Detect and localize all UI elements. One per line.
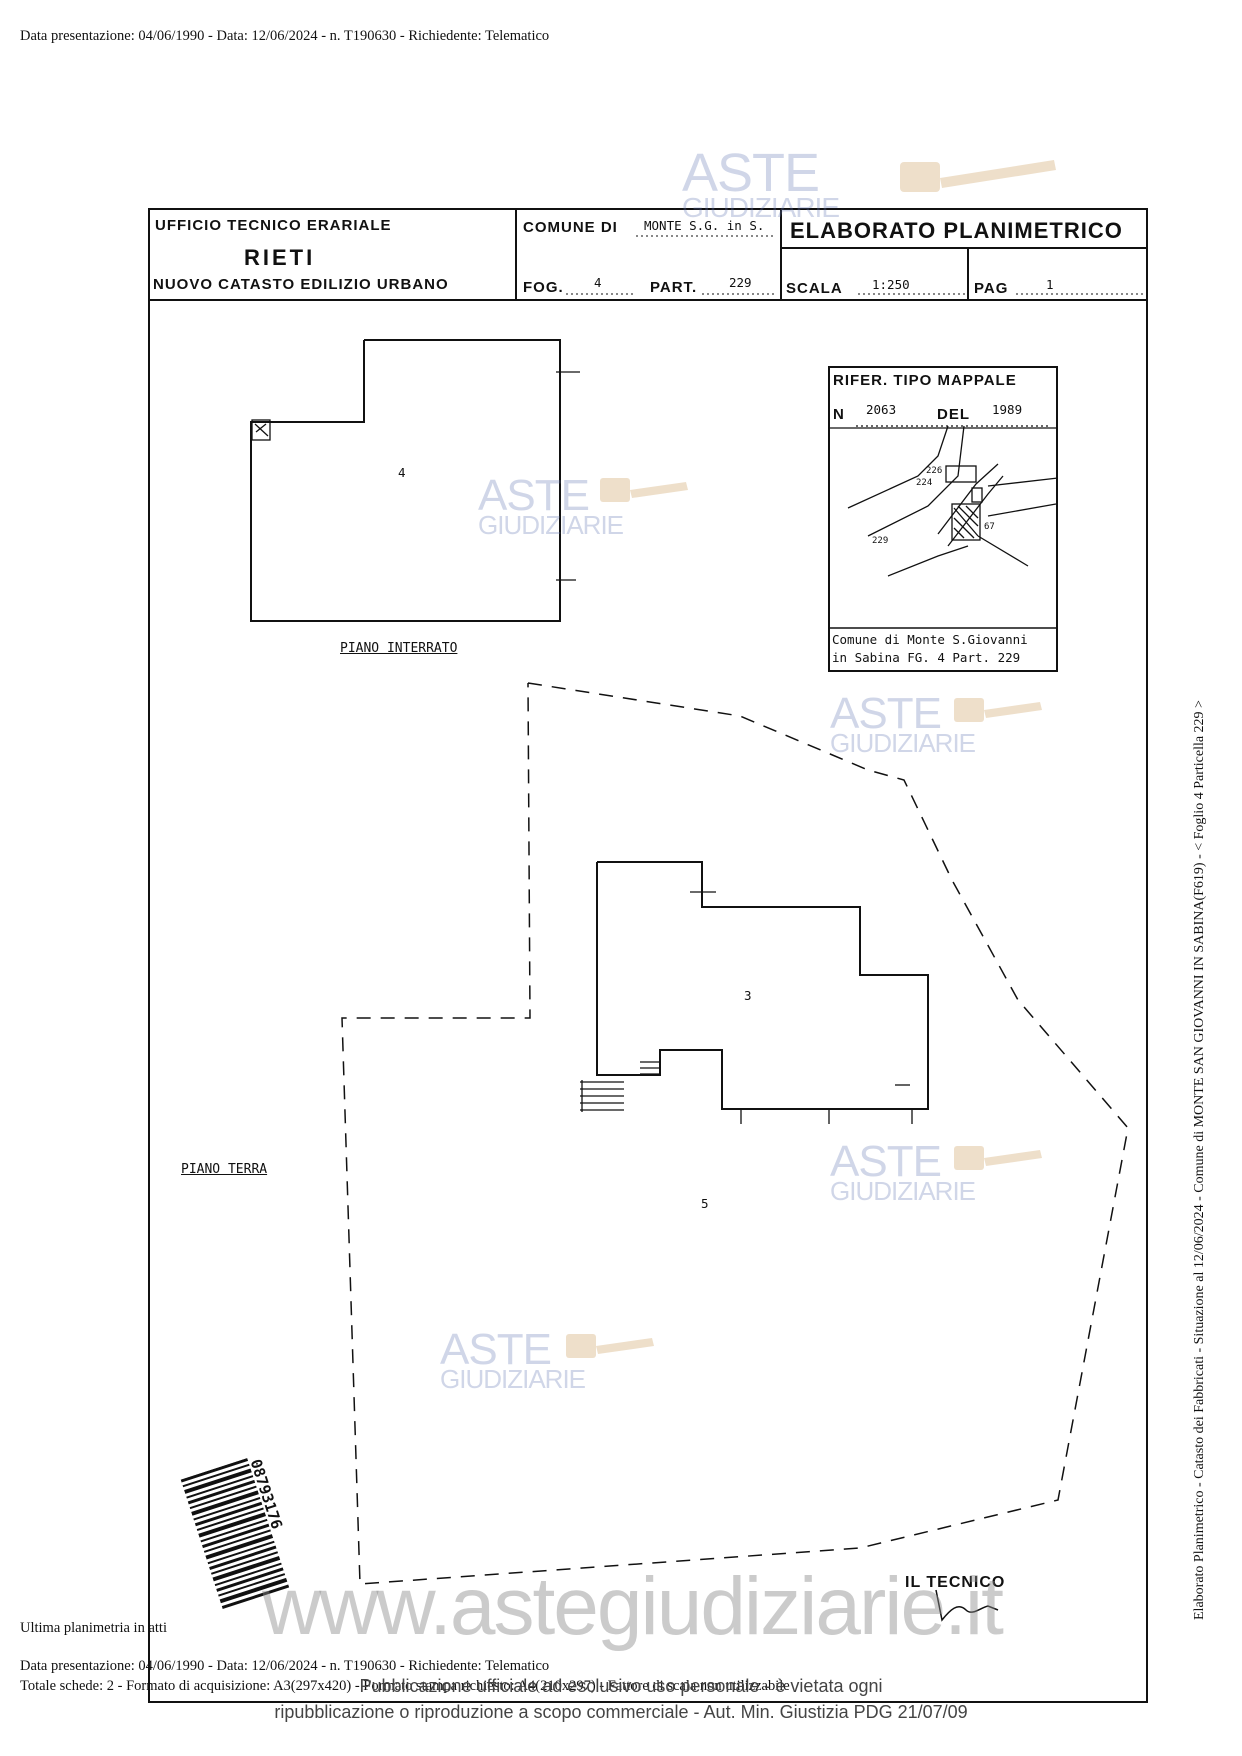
- part-label: PART.: [650, 279, 698, 296]
- header-line: Data presentazione: 04/06/1990 - Data: 1…: [20, 28, 550, 44]
- watermark-aste-1: ASTE GIUDIZIARIE: [478, 471, 624, 540]
- stairs-symbol: [580, 1061, 660, 1112]
- watermark-aste-3: ASTE GIUDIZIARIE: [830, 1137, 976, 1206]
- rifer-n-value: 2063: [866, 402, 897, 417]
- rifer-del-label: DEL: [937, 406, 970, 423]
- office-line3: NUOVO CATASTO EDILIZIO URBANO: [153, 276, 449, 293]
- watermark-aste-top: ASTE GIUDIZIARIE: [682, 143, 840, 223]
- office-line1: UFFICIO TECNICO ERARIALE: [155, 217, 392, 234]
- part-value: 229: [729, 275, 752, 290]
- tecnico-label: IL TECNICO: [905, 1574, 1006, 1591]
- unit-label-5: 5: [701, 1196, 709, 1211]
- scala-value: 1:250: [872, 277, 910, 292]
- side-note: Elaborato Planimetrico - Catasto dei Fab…: [1192, 700, 1207, 1620]
- office-city: RIETI: [244, 245, 316, 270]
- drawing-frame: [148, 208, 1148, 1703]
- watermark-aste-2: ASTE GIUDIZIARIE: [830, 689, 976, 758]
- watermark-aste-4: ASTE GIUDIZIARIE: [440, 1325, 586, 1394]
- label-piano-terra: PIANO TERRA: [181, 1162, 268, 1177]
- footer-line2: Data presentazione: 04/06/1990 - Data: 1…: [20, 1658, 550, 1674]
- fog-label: FOG.: [523, 279, 564, 296]
- building-outline: [596, 861, 929, 1110]
- label-piano-interrato: PIANO INTERRATO: [340, 641, 458, 656]
- location-map: [828, 425, 1058, 629]
- comune-value: MONTE S.G. in S.: [644, 218, 765, 233]
- barcode-bars-icon: [180, 1458, 290, 1609]
- footer-line3: Totale schede: 2 - Formato di acquisizio…: [20, 1678, 790, 1694]
- fog-value: 4: [594, 275, 602, 290]
- footer-line1: Ultima planimetria in atti: [20, 1620, 167, 1636]
- notice-line2: ripubblicazione o riproduzione a scopo c…: [274, 1702, 968, 1722]
- document-title: ELABORATO PLANIMETRICO: [790, 218, 1123, 243]
- notice-line1: Pubblicazione ufficiale ad esclusivo uso…: [359, 1676, 883, 1696]
- scala-label: SCALA: [786, 280, 843, 297]
- rifer-caption-line2: in Sabina FG. 4 Part. 229: [832, 650, 1021, 665]
- rifer-n-label: N: [833, 406, 845, 423]
- map-label-226: 226: [926, 466, 943, 476]
- map-label-224: 224: [916, 478, 933, 488]
- courtyard-boundary: [341, 682, 1129, 1585]
- rifer-box: [828, 366, 1058, 672]
- watermark-url: www.astegiudiziarie.it: [262, 1561, 1004, 1652]
- map-label-229: 229: [872, 536, 889, 546]
- basement-outline: [250, 339, 561, 622]
- rifer-del-value: 1989: [992, 402, 1023, 417]
- unit-label-4: 4: [398, 465, 406, 480]
- pag-value: 1: [1046, 277, 1054, 292]
- unit-label-3: 3: [744, 988, 752, 1003]
- comune-label: COMUNE DI: [523, 219, 618, 236]
- signature-icon: [935, 1589, 999, 1622]
- pag-label: PAG: [974, 280, 1009, 297]
- map-label-67: 67: [984, 522, 995, 532]
- rifer-caption-line1: Comune di Monte S.Giovanni: [832, 632, 1028, 647]
- rifer-title: RIFER. TIPO MAPPALE: [833, 372, 1017, 389]
- barcode: 08793176: [180, 1451, 312, 1613]
